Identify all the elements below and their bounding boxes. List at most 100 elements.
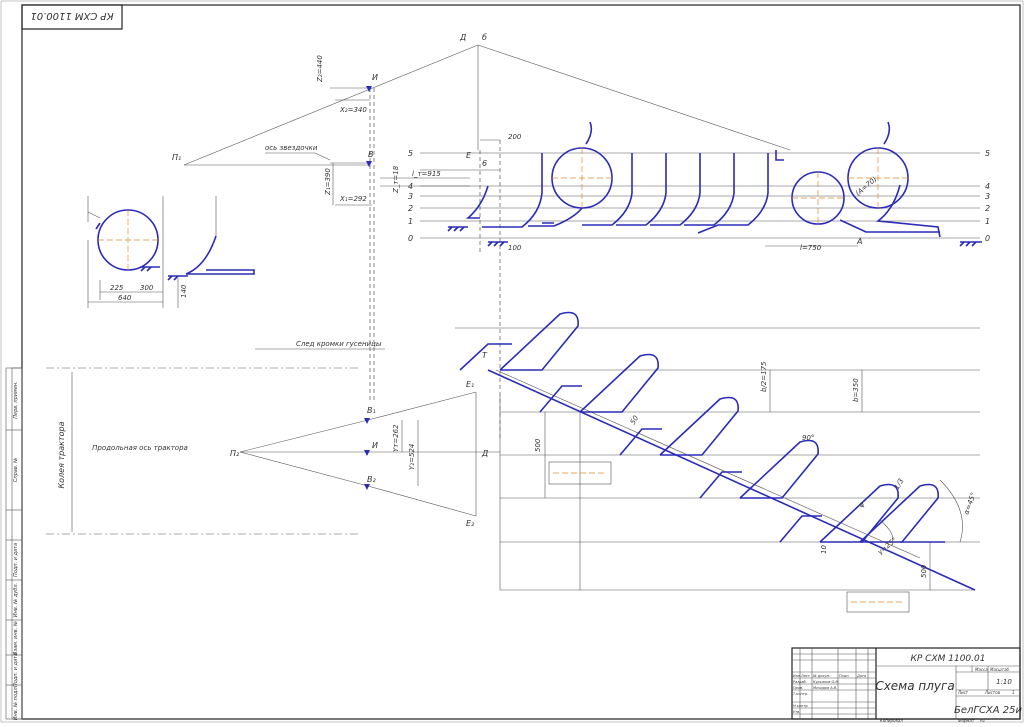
lvl-left-3: 3 (408, 192, 413, 201)
label-Pi2: П₂ (230, 449, 240, 458)
strip-5: Взам. инв. № (13, 621, 19, 655)
label-I: И (372, 73, 378, 82)
dim-140: 140 (180, 284, 188, 298)
label-B1: В₁ (367, 406, 376, 415)
strip-7: Инв. № подл. (13, 686, 19, 721)
dim-lt: l_т=915 (412, 170, 441, 178)
lvl-left-6: 6 (482, 159, 487, 168)
dim-100: 100 (508, 244, 522, 252)
label-B: В (368, 150, 374, 159)
lvl-right-5: 5 (985, 149, 990, 158)
tb-row-4-role: Н.контр. (793, 704, 809, 708)
tb-format: А1 (979, 718, 985, 723)
lvl-right-0: 0 (985, 234, 990, 243)
side-plow-bodies (465, 153, 941, 238)
tb-row-0-date: Дата (856, 674, 866, 678)
lvl-right-4: 4 (985, 182, 990, 191)
dim-640: 640 (118, 294, 132, 302)
dim-x1: X₁=292 (339, 195, 367, 203)
lvl-left-0: 0 (408, 234, 413, 243)
strip-1: Перв. примен. (13, 381, 19, 419)
lvl-left-2: 2 (408, 204, 413, 213)
top-stamp-text: КР СХМ 1100.01 (30, 10, 113, 21)
dim-500a: 500 (534, 438, 542, 452)
strip-6: Подп. и дата (13, 653, 19, 687)
tb-row-0-role: Изм. (793, 674, 801, 678)
lvl-right-2: 2 (985, 204, 990, 213)
lvl-left-4: 4 (408, 182, 413, 191)
drawing-frame (21, 4, 1021, 720)
dim-z1: Z₁=390 (324, 168, 332, 196)
dim-phi: φ (857, 501, 866, 509)
tb-rows: Изм. Лист № докум. Подп. Дата Разраб. Ку… (793, 674, 866, 714)
left-strip: Перв. примен. Справ. № Подп. и дата Инв.… (5, 367, 23, 721)
tb-mass-label: Масса (975, 667, 988, 672)
tb-row-3-role: Т.контр. (793, 692, 808, 696)
dim-300: 300 (140, 284, 154, 292)
tb-org: БелГСХА 25и (954, 705, 1023, 716)
tb-row-5-role: Утв. (793, 710, 800, 714)
long-axis-label: Продольная ось трактора (92, 444, 188, 452)
lvl-right-1: 1 (985, 217, 990, 226)
tb-sheets-label: Листов (984, 690, 1001, 695)
tb-code: КР СХМ 1100.01 (911, 654, 986, 664)
plan-plow-bodies (459, 311, 945, 543)
label-E: Е (466, 151, 472, 160)
tb-copied-label: Копировал (880, 718, 903, 723)
strip-2: Справ. № (13, 458, 19, 482)
label-D: Д (459, 33, 466, 42)
tb-format-label: Формат (958, 718, 975, 723)
hitch-marker-mid (366, 161, 372, 167)
dim-zt: Z_т=18 (392, 165, 400, 194)
tb-sheets-count: 1 (1012, 690, 1015, 695)
tb-row-0-doc: № докум. (812, 674, 830, 678)
hitch-marker-top (366, 86, 372, 92)
tb-row-0-name: Лист (800, 674, 811, 678)
label-D2: Д (481, 449, 488, 458)
zvezd-label: ось звездочки (265, 144, 318, 152)
dim-200: 200 (508, 133, 522, 141)
dim-10: 10 (820, 545, 828, 554)
tb-scale-label: Масштаб (990, 667, 1010, 672)
tb-sheet-label: Лист (957, 690, 969, 695)
dim-l750: l=750 (800, 244, 822, 252)
lvl-left-5: 5 (408, 149, 413, 158)
dim-y2: Y₂=524 (408, 444, 416, 470)
strip-4: Инв. № дубл. (13, 583, 19, 617)
tb-row-2-name: Мочидов А.В. (813, 686, 837, 690)
tb-row-1-name: Курьянов О.М. (813, 680, 840, 684)
label-b: б (482, 33, 487, 42)
placeholder-rect-2 (846, 591, 910, 613)
tb-title: Схема плуга (875, 679, 954, 693)
label-E2: Е₂ (466, 519, 475, 528)
wheel-detail: 225 300 640 140 (87, 196, 255, 308)
label-I2: И (372, 441, 378, 450)
side-view: Д б И П₁ В Е А Z₂=440 X₂=340 ось звездоч… (172, 33, 990, 440)
lvl-left-1: 1 (408, 217, 413, 226)
title-block: КР СХМ 1100.01 Схема плуга БелГСХА 25и М… (791, 647, 1023, 723)
dim-50: 50 (629, 414, 641, 426)
dim-yt: Yт=262 (392, 424, 400, 452)
top-stamp: КР СХМ 1100.01 (21, 4, 123, 30)
label-B2: В₂ (367, 475, 376, 484)
strip-3: Подп. и дата (13, 543, 19, 577)
label-T: Т (482, 351, 488, 360)
placeholder-rect-1 (548, 461, 612, 485)
plan-view: След кромки гусеницы Колея трактора Прод… (46, 311, 980, 613)
dim-b: b=350 (852, 378, 860, 402)
tb-row-1-role: Разраб. (793, 680, 807, 684)
lvl-right-3: 3 (985, 192, 990, 201)
label-Pi1: П₁ (172, 153, 181, 162)
dim-z2: Z₂=440 (316, 55, 324, 83)
tb-row-0-sign: Подп. (839, 674, 850, 678)
dim-90: 90° (802, 434, 814, 442)
label-A: А (856, 237, 862, 246)
dim-225: 225 (110, 284, 124, 292)
gauge-label: Колея трактора (57, 421, 66, 488)
tb-row-2-role: Пров. (793, 686, 803, 690)
dim-b2: b/2=175 (760, 361, 768, 392)
dim-500b: 500 (920, 564, 928, 578)
track-label: След кромки гусеницы (296, 340, 382, 348)
label-E1: Е₁ (466, 380, 474, 389)
